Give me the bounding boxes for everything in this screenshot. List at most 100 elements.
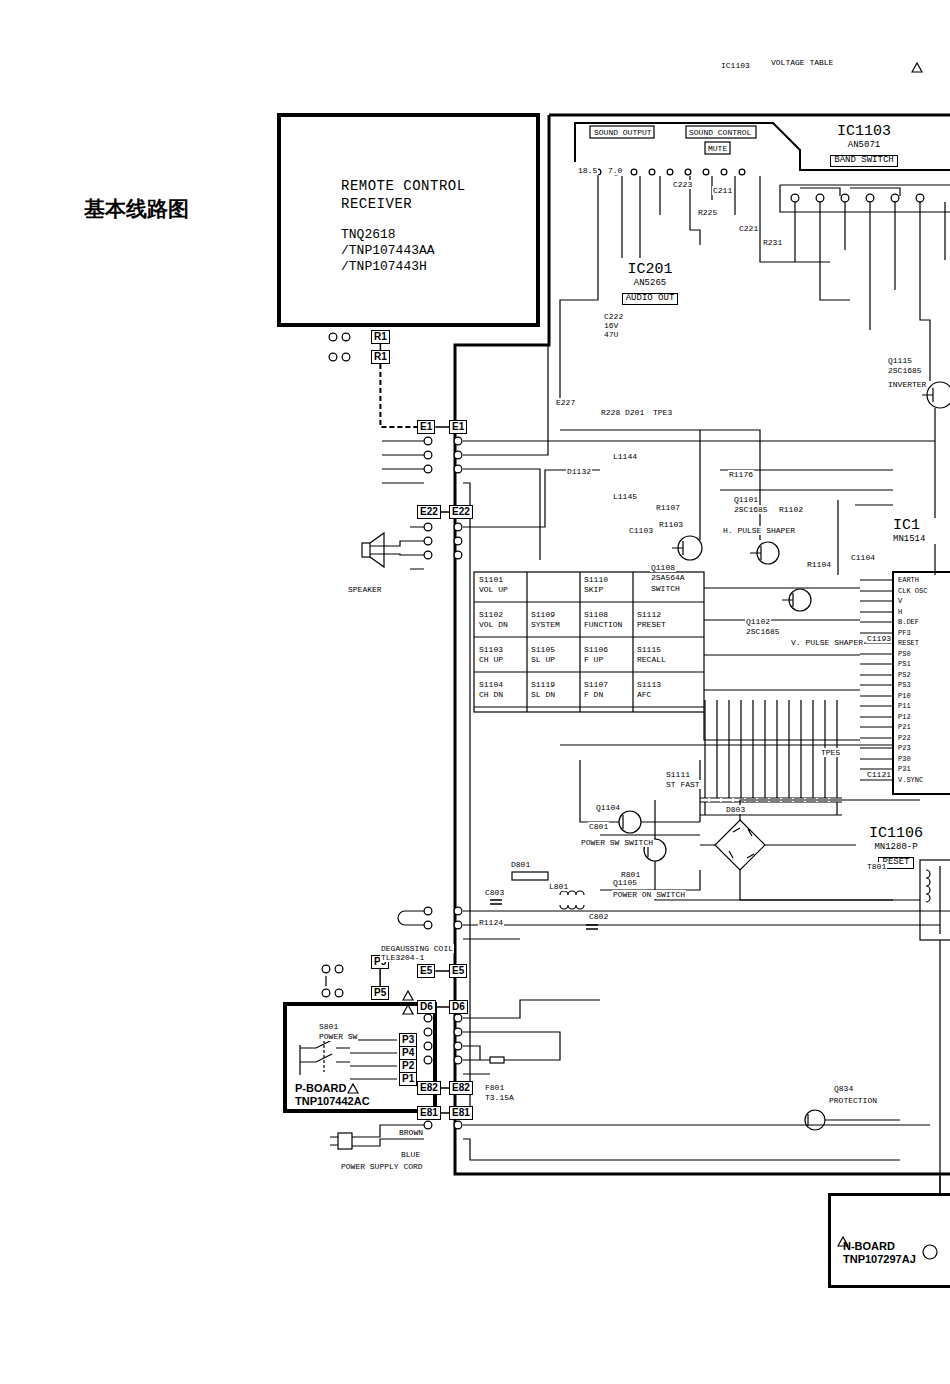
pin-name: P31 [897, 765, 912, 773]
part-label: SKIP [583, 585, 604, 594]
pin-name: V.SYNC [897, 776, 924, 784]
connector-label: P3 [399, 1033, 417, 1047]
part-label: C222 [603, 312, 624, 321]
pin-name: P11 [897, 702, 912, 710]
pin-name: PS3 [897, 681, 912, 689]
connector-wire [379, 969, 381, 986]
connector-label: R1 [371, 330, 390, 344]
connector-label: E22 [417, 505, 441, 519]
ic1103-wires [795, 202, 945, 381]
speaker-magnet [362, 543, 370, 557]
ic1101-body [893, 572, 950, 794]
part-label: S1119 [530, 680, 556, 689]
part-label: V. PULSE SHAPER [790, 638, 864, 647]
part-label: CH DN [478, 690, 504, 699]
transistor-q1104 [619, 811, 641, 833]
connector-label: E81 [449, 1106, 473, 1120]
part-label: Q1105 [612, 878, 638, 887]
connector-label: R1 [371, 350, 390, 364]
node-text: AN5265 [610, 279, 690, 289]
line-filter-l801 [560, 891, 584, 909]
part-label: S1111 [665, 770, 691, 779]
node-text: REMOTE CONTROL RECEIVER [341, 177, 516, 213]
ic-label: IC1MN1514 [893, 518, 948, 544]
part-label: Q1115 [887, 356, 913, 365]
n-board-lead [939, 1176, 940, 1193]
page-title: 基本线路图 [84, 196, 189, 222]
pin-holes [795, 195, 945, 202]
part-label: C802 [588, 912, 609, 921]
node-text: P4 [402, 1047, 414, 1059]
node-text: E5 [420, 965, 432, 977]
node-text: P1 [402, 1073, 414, 1085]
part-label: ST FAST [665, 780, 701, 789]
pin-name: P30 [897, 755, 912, 763]
sound-output-box [590, 126, 654, 138]
speaker-leads [370, 527, 424, 569]
part-label: 47U [603, 330, 619, 339]
pin-name: RESET [897, 639, 920, 647]
node-text: E82 [420, 1082, 438, 1094]
pin-name: PF3 [897, 629, 912, 637]
part-label: R1176 [728, 470, 754, 479]
part-label: 16V [603, 321, 619, 330]
node-text: D6 [420, 1001, 433, 1013]
keypad-bus [474, 572, 704, 712]
part-label: FUNCTION [583, 620, 623, 629]
plug-body [338, 1133, 352, 1149]
fuse-f801 [490, 1057, 504, 1063]
node-text: IC201 [610, 262, 690, 279]
part-label: C1121 [866, 770, 892, 779]
node-text: E5 [452, 965, 464, 977]
remote-leads [382, 441, 424, 483]
switch-link [323, 1040, 324, 1072]
pin-holes [326, 337, 359, 993]
part-label: MUTE [707, 144, 728, 153]
node-text: BAND SWITCH [830, 155, 897, 167]
part-label: TPE5 [820, 748, 841, 757]
ic-label: IC1103AN5071BAND SWITCH [818, 124, 910, 168]
part-label: L1145 [612, 492, 638, 501]
connector-wire [435, 970, 449, 972]
part-label: 7.0 [607, 166, 623, 175]
node-text: TNP107442AC [295, 1095, 433, 1108]
pin-name: V [897, 597, 903, 605]
part-label: TLE3204-1 [380, 953, 425, 962]
part-label: POWER SW [318, 1032, 358, 1041]
bridge-rectifier-d803 [715, 820, 765, 870]
board-box: P-BOARDTNP107442ACP3P4P2P1 [283, 1002, 437, 1113]
ic1101-pins [860, 580, 893, 780]
node-text: IC1103 [818, 124, 910, 141]
board-outline [455, 115, 950, 1174]
part-label: IC1103 [720, 61, 751, 70]
node-text: E22 [420, 506, 438, 518]
connector-label: E5 [417, 964, 435, 978]
pin-name: P10 [897, 692, 912, 700]
connector-label: E1 [449, 420, 467, 434]
pin-rings [795, 194, 945, 203]
node-text: E1 [452, 421, 464, 433]
part-label: VOLTAGE TABLE [770, 58, 834, 67]
part-label: SYSTEM [530, 620, 561, 629]
connector-wire [436, 1006, 449, 1008]
part-label: C211 [712, 186, 733, 195]
connector-label: D6 [449, 1000, 468, 1014]
pin-dots [326, 172, 945, 1139]
part-label: H. PULSE SHAPER [722, 526, 796, 535]
node-text: AUDIO OUT [622, 293, 679, 305]
part-label: R1104 [806, 560, 832, 569]
part-label: D1132 [566, 467, 592, 476]
part-label: Q1102 [745, 617, 771, 626]
part-label: C801 [588, 822, 609, 831]
pin-name: P21 [897, 723, 912, 731]
connector-label: D6 [417, 1000, 436, 1014]
pin-name: P22 [897, 734, 912, 742]
part-label: S1110 [583, 575, 609, 584]
connector-wire [435, 426, 449, 428]
node-text: E82 [452, 1082, 470, 1094]
part-label: SPEAKER [347, 585, 383, 594]
part-label: SL DN [530, 690, 556, 699]
node-text: IC1106 [856, 826, 936, 843]
transistor-leads [623, 388, 933, 1126]
